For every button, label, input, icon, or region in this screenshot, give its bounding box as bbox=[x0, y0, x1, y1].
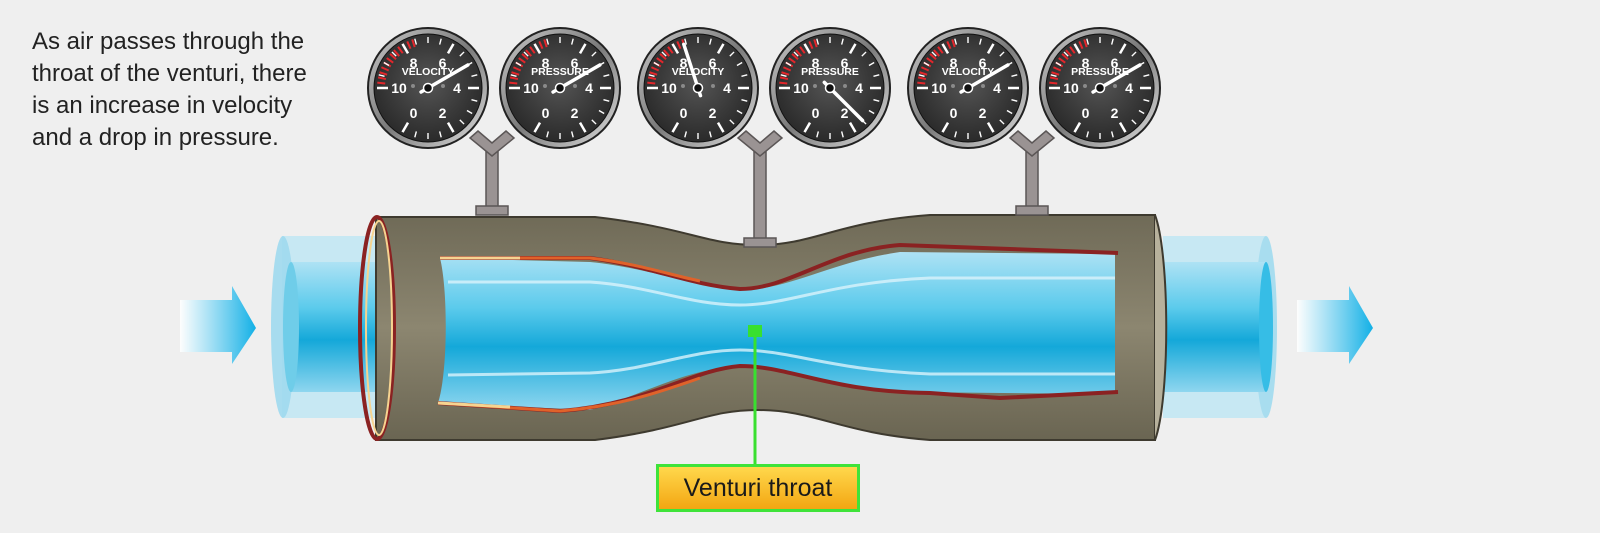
gauge-scale-label: 4 bbox=[723, 80, 731, 96]
gauge-scale-label: 8 bbox=[812, 55, 820, 71]
gauge-scale-label: 4 bbox=[855, 80, 863, 96]
throat-pressure-gauge: 0 246 810 PRESSURE bbox=[769, 27, 891, 149]
gauge-scale-label: 6 bbox=[979, 55, 987, 71]
gauge-scale-label: 8 bbox=[542, 55, 550, 71]
gauge-scale-label: 0 bbox=[410, 105, 418, 121]
gauge-scale-label: 4 bbox=[453, 80, 461, 96]
gauge-scale-label: 8 bbox=[410, 55, 418, 71]
gauge-scale-label: 6 bbox=[571, 55, 579, 71]
gauge-title: PRESSURE bbox=[801, 66, 859, 78]
gauge-scale-label: 2 bbox=[709, 105, 717, 121]
inflow-arrow bbox=[180, 286, 256, 364]
gauge-scale-label: 4 bbox=[585, 80, 593, 96]
gauge-scale-label: 4 bbox=[993, 80, 1001, 96]
shell-right-rim bbox=[1154, 214, 1168, 441]
gauge-scale-label: 10 bbox=[391, 80, 407, 96]
gauge-stems bbox=[468, 130, 1056, 248]
gauge-scale-label: 6 bbox=[1111, 55, 1119, 71]
gauge-scale-label: 0 bbox=[1082, 105, 1090, 121]
gauge-scale-label: 10 bbox=[661, 80, 677, 96]
gauge-scale-label: 0 bbox=[680, 105, 688, 121]
outflow-arrow bbox=[1297, 286, 1373, 364]
gauge-title: PRESSURE bbox=[1071, 66, 1129, 78]
inlet-velocity-gauge: 0 246 810 VELOCITY bbox=[367, 27, 489, 149]
gauge-scale-label: 6 bbox=[439, 55, 447, 71]
left-pipe-end bbox=[271, 236, 382, 418]
outlet-velocity-gauge: 0 246 810 VELOCITY bbox=[907, 27, 1029, 149]
gauge-scale-label: 2 bbox=[439, 105, 447, 121]
gauge-scale-label: 0 bbox=[542, 105, 550, 121]
caption-line: and a drop in pressure. bbox=[32, 124, 279, 151]
caption-line: is an increase in velocity bbox=[32, 92, 293, 119]
venturi-throat-label: Venturi throat bbox=[656, 464, 860, 512]
caption-text: As air passes through the throat of the … bbox=[32, 26, 362, 154]
gauge-scale-label: 0 bbox=[812, 105, 820, 121]
gauge-scale-label: 2 bbox=[979, 105, 987, 121]
gauge-scale-label: 2 bbox=[1111, 105, 1119, 121]
gauge-scale-label: 8 bbox=[680, 55, 688, 71]
gauge-scale-label: 10 bbox=[793, 80, 809, 96]
throat-marker bbox=[748, 325, 762, 337]
gauge-scale-label: 8 bbox=[1082, 55, 1090, 71]
gauge-scale-label: 10 bbox=[523, 80, 539, 96]
gauge-scale-label: 10 bbox=[1063, 80, 1079, 96]
gauge-scale-label: 2 bbox=[841, 105, 849, 121]
gauge-title: VELOCITY bbox=[402, 66, 455, 78]
caption-line: throat of the venturi, there bbox=[32, 60, 307, 87]
gauge-scale-label: 6 bbox=[709, 55, 717, 71]
gauge-title: VELOCITY bbox=[672, 66, 725, 78]
gauge-title: VELOCITY bbox=[942, 66, 995, 78]
right-pipe-end bbox=[1163, 236, 1277, 418]
gauge-scale-label: 4 bbox=[1125, 80, 1133, 96]
outlet-pressure-gauge: 0 246 810 PRESSURE bbox=[1039, 27, 1161, 149]
gauge-scale-label: 10 bbox=[931, 80, 947, 96]
gauge-scale-label: 0 bbox=[950, 105, 958, 121]
throat-velocity-gauge: 0 246 810 VELOCITY bbox=[637, 27, 759, 149]
shell-left-rim bbox=[358, 215, 396, 441]
gauge-scale-label: 2 bbox=[571, 105, 579, 121]
gauge-scale-label: 6 bbox=[841, 55, 849, 71]
gauge-scale-label: 8 bbox=[950, 55, 958, 71]
caption-line: As air passes through the bbox=[32, 28, 305, 55]
gauge-title: PRESSURE bbox=[531, 66, 589, 78]
inlet-pressure-gauge: 0 246 810 PRESSURE bbox=[499, 27, 621, 149]
